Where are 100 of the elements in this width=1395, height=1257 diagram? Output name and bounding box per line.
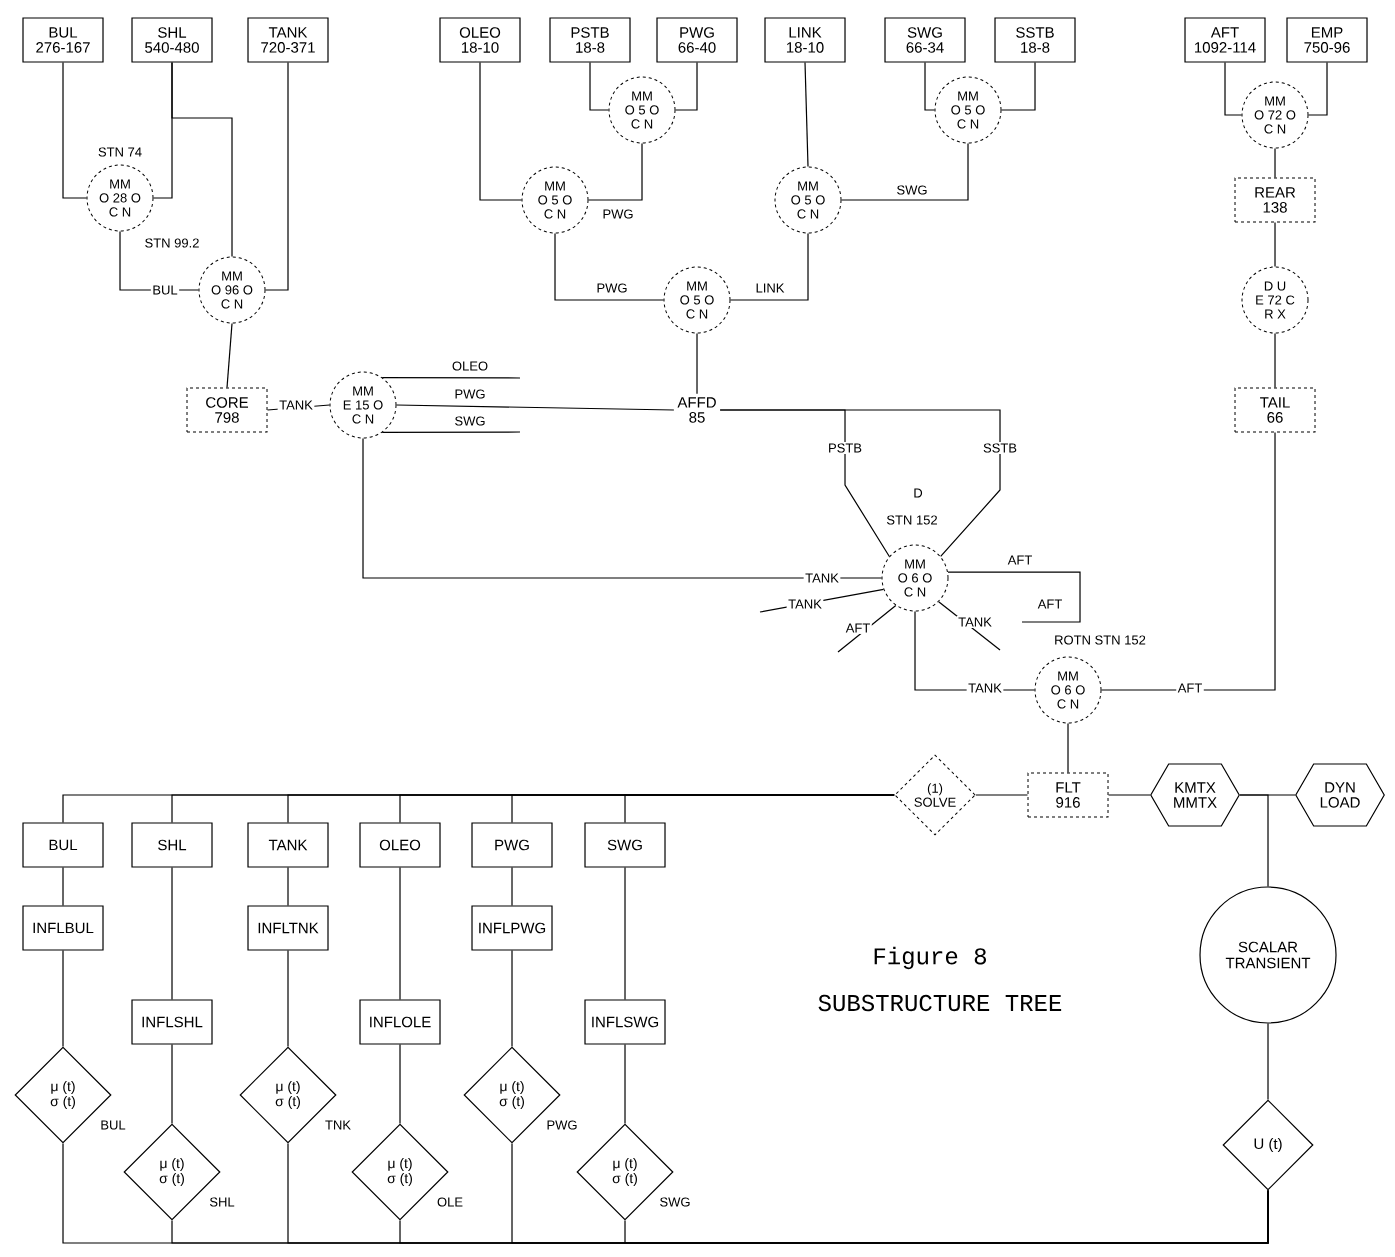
connector-line (62, 950, 64, 1047)
connector-line (362, 437, 883, 579)
connector-line (587, 142, 643, 201)
line-label: AFT (1037, 599, 1062, 609)
station-label: ROTN STN 152 (1055, 635, 1146, 645)
connector-line (1274, 147, 1276, 179)
figure-title: SUBSTRUCTURE TREE (818, 994, 1062, 1012)
edge-label: PWG (601, 207, 636, 221)
connector-line (719, 409, 1001, 558)
station-label: SWG (660, 1197, 690, 1207)
figure-caption: Figure 8 (874, 946, 986, 970)
station-label: OLE (437, 1197, 463, 1207)
edge-label: TANK (277, 399, 315, 411)
connector-line (399, 867, 401, 1000)
station-label: PWG (547, 1120, 577, 1130)
edge-label: AFT (1176, 682, 1204, 694)
component-box: SSTB 18-8 (994, 17, 1076, 63)
connector-line (399, 1044, 401, 1124)
component-box: BUL 276-167 (22, 17, 104, 63)
connector-line (171, 867, 173, 1000)
connector-line (479, 62, 523, 201)
component-box: INFLSWG (584, 999, 666, 1045)
connector-line (1274, 221, 1276, 268)
component-box: TAIL 66 (1234, 387, 1316, 433)
component-box: REAR 138 (1234, 177, 1316, 223)
station-label: STN 152 (886, 515, 937, 525)
station-label: D (914, 488, 923, 498)
component-box: TANK (247, 822, 329, 868)
component-label: AFFD 85 (677, 397, 716, 423)
connector-line (381, 431, 521, 434)
connector-line (1000, 62, 1036, 111)
edge-label: SSTB (981, 441, 1019, 455)
connector-line (975, 794, 1029, 796)
connector-line (1067, 722, 1069, 774)
edge-label: AFT (1006, 554, 1034, 566)
connector-line (947, 571, 1081, 623)
edge-label: TANK (786, 598, 824, 610)
component-box: PWG (471, 822, 553, 868)
edge-label: AFT (844, 622, 872, 634)
station-label: STN 74 (98, 147, 142, 157)
connector-line (729, 232, 809, 301)
station-label: SHL (209, 1197, 235, 1207)
component-box: PSTB 18-8 (549, 17, 631, 63)
component-box: PWG 66-40 (656, 17, 738, 63)
component-box: TANK 720-371 (247, 17, 329, 63)
connector-line (1239, 794, 1269, 887)
component-box: INFLTNK (247, 905, 329, 951)
connector-line (1274, 332, 1276, 389)
edge-label: PWG (595, 281, 630, 295)
connector-line (696, 332, 698, 395)
component-box: SHL (131, 822, 213, 868)
station-label: TNK (325, 1120, 351, 1130)
edge-label: LINK (754, 282, 786, 294)
connector-line (381, 376, 521, 379)
connector-line (1224, 62, 1243, 116)
station-label: BUL (101, 1120, 126, 1130)
connector-line (511, 950, 513, 1047)
edge-label: PSTB (826, 441, 864, 455)
connector-line (1107, 794, 1151, 796)
connector-line (264, 62, 289, 291)
connector-line (1307, 62, 1328, 116)
connector-line (1100, 431, 1276, 691)
component-box: BUL (22, 822, 104, 868)
component-box: SWG (584, 822, 666, 868)
component-box: LINK 18-10 (764, 17, 846, 63)
edge-label: TANK (966, 682, 1004, 694)
connector-line (171, 1044, 173, 1124)
component-box: SWG 66-34 (884, 17, 966, 63)
connector-line (674, 62, 698, 111)
connector-line (62, 867, 64, 906)
edge-label: SWG (895, 183, 930, 197)
connector-line (624, 1190, 1269, 1244)
component-box: FLT 916 (1027, 772, 1109, 818)
edge-label: OLEO (450, 359, 490, 373)
connector-line (624, 867, 626, 1000)
edge-label: TANK (803, 572, 841, 584)
connector-line (924, 62, 936, 111)
connector-line (840, 142, 969, 201)
connector-line (171, 62, 233, 258)
component-box: EMP 750-96 (1286, 17, 1368, 63)
connector-line (62, 62, 88, 199)
component-box: OLEO 18-10 (439, 17, 521, 63)
connector-line (554, 232, 665, 301)
connector-line (287, 867, 289, 906)
component-box: INFLBUL (22, 905, 104, 951)
connector-line (624, 794, 895, 823)
connector-line (804, 62, 809, 168)
component-box: INFLOLE (359, 999, 441, 1045)
connector-line (226, 322, 233, 389)
connector-line (1267, 1023, 1269, 1100)
component-box: SHL 540-480 (131, 17, 213, 63)
matrix-hexagon: DYN LOAD (1295, 763, 1385, 827)
connector-line (511, 867, 513, 906)
connector-line (395, 404, 675, 411)
connector-line (589, 62, 610, 111)
component-box: INFLPWG (471, 905, 553, 951)
edge-label: TANK (956, 616, 994, 628)
connector-line (624, 1044, 626, 1124)
component-box: AFT 1092-114 (1184, 17, 1266, 63)
edge-label: BUL (150, 283, 180, 297)
